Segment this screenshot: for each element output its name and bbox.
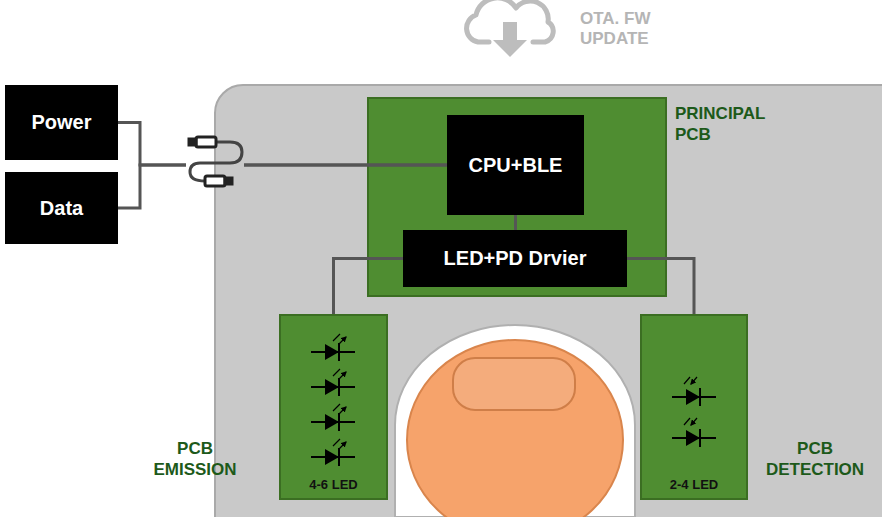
ota-label: OTA. FW UPDATE <box>580 9 666 49</box>
photodiode-symbols <box>672 377 716 447</box>
connector-wire <box>118 165 447 208</box>
principal-pcb: PRINCIPAL PCBCPU+BLELED+PD Drvier <box>367 97 667 297</box>
box-label: CPU+BLE <box>469 154 563 177</box>
box-label: Power <box>31 111 91 134</box>
device-housing <box>215 85 882 517</box>
data-box: Data <box>5 172 118 244</box>
pcb-heading: PRINCIPAL PCB <box>675 103 775 145</box>
led-pd-driver: LED+PD Drvier <box>403 230 627 287</box>
connector-wire <box>334 259 404 315</box>
power-box: Power <box>5 85 118 160</box>
usb-cable-icon <box>189 137 242 186</box>
cpu-ble-chip: CPU+BLE <box>447 115 584 215</box>
box-label: LED+PD Drvier <box>444 247 587 270</box>
cloud-icon <box>467 0 554 57</box>
pcb-heading: PCB DETECTION <box>758 438 872 480</box>
emission-pcb: PCB EMISSION4-6 LED <box>279 314 388 500</box>
pcb-heading: PCB EMISSION <box>139 438 251 480</box>
led-count: 2-4 LED <box>642 477 746 492</box>
led-symbols <box>311 334 355 466</box>
connector-wire <box>514 215 517 230</box>
detection-pcb: PCB DETECTION2-4 LED <box>640 314 748 500</box>
led-count: 4-6 LED <box>281 477 386 492</box>
connector-wire <box>118 123 447 166</box>
finger-illustration <box>395 325 635 517</box>
connector-wire <box>627 259 694 315</box>
box-label: Data <box>40 197 83 220</box>
